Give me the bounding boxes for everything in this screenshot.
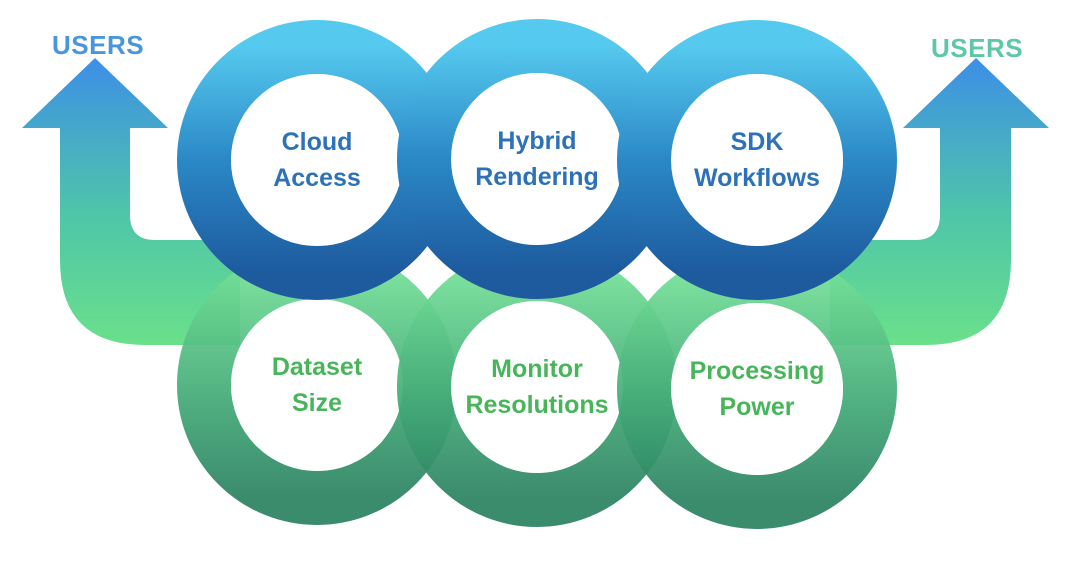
ring-center — [671, 74, 843, 246]
users-label-left: USERS — [52, 30, 145, 60]
ring-label-line: Monitor — [491, 355, 583, 383]
ring-center — [451, 301, 623, 473]
ring-label-line: Workflows — [694, 164, 820, 192]
ring-center — [451, 73, 623, 245]
ring-center — [671, 303, 843, 475]
ring-label-line: Resolutions — [465, 391, 609, 419]
ring-label-line: Size — [291, 389, 343, 417]
ring-band — [617, 20, 897, 300]
ring-label-line: Hybrid — [497, 127, 577, 155]
ring-label-line: Processing — [689, 357, 825, 385]
ring-label-sdk-workflows: SDK Workflows — [667, 124, 847, 196]
ring-label-monitor-resolutions: Monitor Resolutions — [447, 351, 627, 423]
ring-label-cloud-access: Cloud Access — [227, 124, 407, 196]
ring-sdk-workflows — [617, 20, 897, 300]
users-label-right: USERS — [931, 33, 1024, 63]
left-users-arrow — [22, 58, 240, 345]
ring-label-dataset-size: Dataset Size — [227, 349, 407, 421]
ring-label-line: Power — [719, 393, 795, 421]
ring-label-line: Dataset — [271, 353, 363, 381]
right-users-arrow — [830, 58, 1049, 345]
ring-center — [231, 74, 403, 246]
ring-label-hybrid-rendering: Hybrid Rendering — [447, 123, 627, 195]
ring-label-line: Access — [273, 164, 361, 192]
ring-label-line: Rendering — [475, 163, 599, 191]
ring-label-line: Cloud — [281, 128, 353, 156]
ring-label-line: SDK — [730, 128, 784, 156]
ring-center — [231, 299, 403, 471]
ring-label-processing-power: Processing Power — [667, 353, 847, 425]
